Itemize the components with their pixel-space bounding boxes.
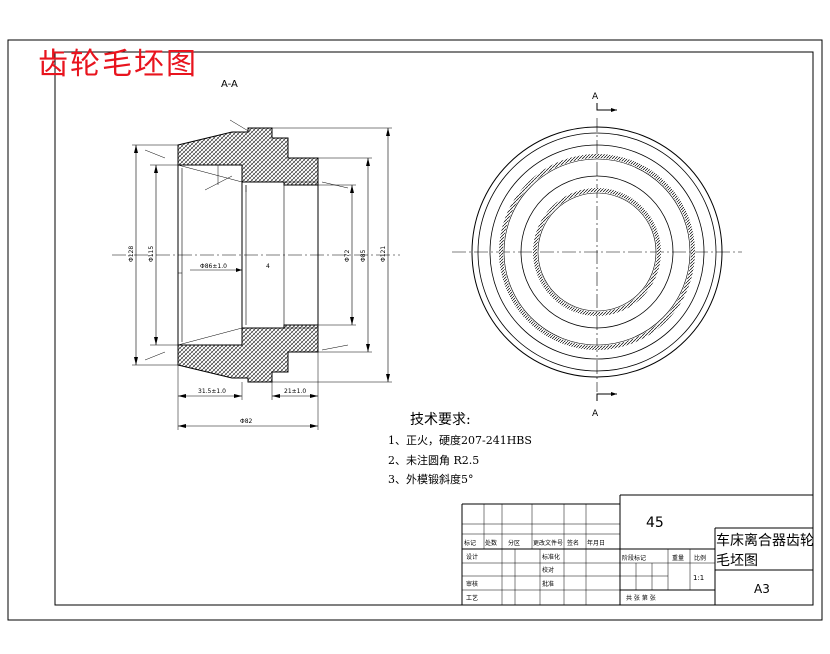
tb-review: 审核 xyxy=(466,580,478,588)
tb-weight: 重量 xyxy=(672,554,684,562)
front-view: A A xyxy=(452,92,742,419)
tb-scale-label: 比例 xyxy=(694,554,706,562)
tb-check: 校对 xyxy=(542,566,554,574)
tb-scale: 1:1 xyxy=(693,574,704,582)
dim-bore-left: Φ115 xyxy=(148,246,155,262)
drawing-title: 齿轮毛坯图 xyxy=(38,47,198,82)
notes-heading: 技术要求: xyxy=(410,412,471,428)
dim-outer-right: Φ121 xyxy=(380,246,387,262)
title-block-text: 45 车床离合器齿轮 毛坯图 A3 1:1 标记 处数 分区 更改文件号 签名 … xyxy=(464,515,814,602)
dim-outer-left: Φ128 xyxy=(128,246,135,262)
technical-notes: 技术要求: 1、正火，硬度207-241HBS 2、未注圆角 R2.5 3、外模… xyxy=(388,412,532,486)
dim-hub-right: Φ85 xyxy=(360,249,367,262)
title-block xyxy=(461,494,814,605)
section-upper xyxy=(177,127,319,186)
section-mark-top: A xyxy=(592,92,599,102)
tb-part-name-1: 车床离合器齿轮 xyxy=(716,532,814,549)
outer-border xyxy=(7,39,823,621)
note-item-1: 1、正火，硬度207-241HBS xyxy=(388,433,532,447)
tb-format: A3 xyxy=(754,582,770,596)
tb-material: 45 xyxy=(646,515,664,531)
tb-head-2: 处数 xyxy=(485,539,497,547)
section-lower xyxy=(177,324,319,383)
dim-inner-right: Φ72 xyxy=(344,249,351,262)
section-label: A-A xyxy=(221,79,238,90)
tb-design: 设计 xyxy=(466,553,478,561)
tb-stage: 阶段标记 xyxy=(622,554,646,562)
dim-chamfer: 4 xyxy=(266,263,270,270)
tb-head-3: 分区 xyxy=(508,539,520,547)
inner-border xyxy=(54,51,814,606)
dim-center-tol: Φ86±1.0 xyxy=(200,263,227,270)
tb-approve: 批准 xyxy=(542,580,554,588)
tb-part-name-2: 毛坯图 xyxy=(716,553,758,569)
dim-len-right: 21±1.0 xyxy=(284,388,306,395)
dim-len-total: Φ82 xyxy=(240,418,253,425)
tb-head-4: 更改文件号 xyxy=(533,539,563,547)
note-item-2: 2、未注圆角 R2.5 xyxy=(388,453,479,467)
tb-sheets: 共 张 第 张 xyxy=(626,594,656,602)
tb-head-5: 签名 xyxy=(567,539,579,547)
tb-standard: 标准化 xyxy=(542,553,560,561)
tb-head-1: 标记 xyxy=(464,539,476,547)
tb-head-6: 年月日 xyxy=(587,539,605,547)
dim-len-left: 31.5±1.0 xyxy=(198,388,226,395)
section-mark-bottom: A xyxy=(592,409,599,419)
tb-process: 工艺 xyxy=(466,594,478,602)
section-view: Φ128 Φ115 Φ72 Φ85 Φ121 Φ86±1.0 4 31.5±1.… xyxy=(112,119,400,430)
note-item-3: 3、外模锻斜度5° xyxy=(388,472,474,486)
